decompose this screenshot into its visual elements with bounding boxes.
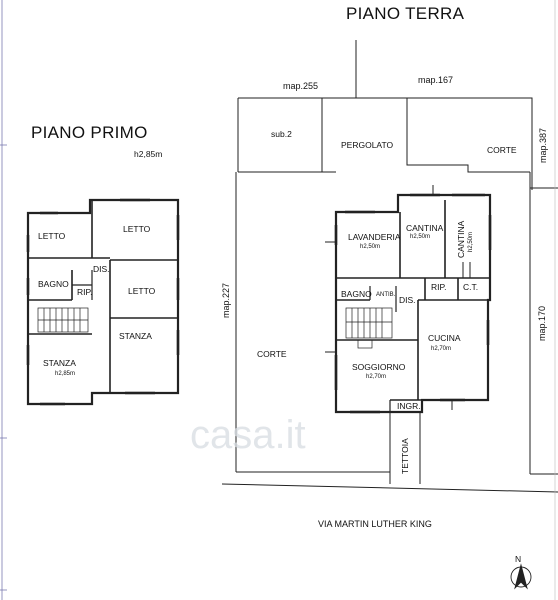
gf-room-bagno: BAGNO <box>341 289 372 299</box>
gf-room-cantina-1: CANTINA <box>406 223 444 233</box>
ff-room-rip: RIP. <box>77 287 93 297</box>
gf-room-cantina-2: CANTINA <box>456 220 466 258</box>
ground-floor-title: PIANO TERRA <box>346 4 465 23</box>
gf-room-lavanderia: LAVANDERIA <box>348 232 401 242</box>
gf-room-rip: RIP. <box>431 282 447 292</box>
street-label: VIA MARTIN LUTHER KING <box>318 519 432 529</box>
gf-room-lavanderia-height: h2,50m <box>360 244 381 250</box>
area-tettoia: TETTOIA <box>400 438 410 474</box>
lot-boundary <box>221 0 558 600</box>
first-floor-height: h2,85m <box>134 149 163 159</box>
ff-room-bagno: BAGNO <box>38 279 69 289</box>
first-floor-plan <box>26 198 180 406</box>
gf-room-antib: ANTIB. <box>376 292 396 298</box>
ff-room-stanza-1: STANZA <box>119 331 152 341</box>
map-167-label: map.167 <box>418 75 454 85</box>
map-387-label: map.387 <box>538 127 548 163</box>
gf-room-cantina-1-height: h2,50m <box>410 234 431 240</box>
gf-room-cucina-height: h2,70m <box>431 346 452 352</box>
gf-room-dis: DIS. <box>399 295 416 305</box>
gf-room-ct: C.T. <box>463 282 479 292</box>
map-255-label: map.255 <box>283 81 319 91</box>
margin-ticks <box>0 0 7 600</box>
ff-room-stanza-2: STANZA <box>43 358 76 368</box>
area-pergolato: PERGOLATO <box>341 140 394 150</box>
ff-room-letto-1: LETTO <box>38 231 66 241</box>
area-corte-left: CORTE <box>257 349 287 359</box>
north-arrow <box>510 563 532 590</box>
map-170-label: map.170 <box>537 305 547 341</box>
ff-room-stanza-2-height: h2,85m <box>55 371 76 377</box>
ff-room-letto-2: LETTO <box>123 224 151 234</box>
ff-room-dis: DIS. <box>93 264 110 274</box>
gf-room-ingr: INGR. <box>397 401 421 411</box>
area-corte-right: CORTE <box>487 145 517 155</box>
gf-room-soggiorno: SOGGIORNO <box>352 362 406 372</box>
gf-room-cucina: CUCINA <box>428 333 461 343</box>
map-227-label: map.227 <box>221 282 231 318</box>
watermark: casa.it <box>190 413 306 457</box>
area-sub2: sub.2 <box>271 129 292 139</box>
gf-room-cantina-2-height: h2,50m <box>468 231 474 252</box>
north-label: N <box>515 554 522 564</box>
ground-floor-plan <box>325 185 492 414</box>
ff-room-letto-3: LETTO <box>128 286 156 296</box>
first-floor-title: PIANO PRIMO <box>31 123 148 142</box>
gf-room-soggiorno-height: h2,70m <box>366 374 387 380</box>
